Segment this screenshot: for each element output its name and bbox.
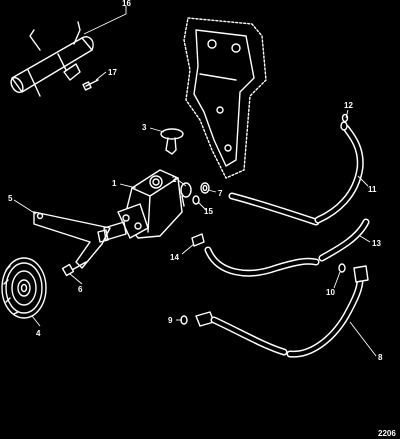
callout-12: 12 [344, 101, 353, 110]
part-12-o-ring [341, 113, 349, 123]
part-1-power-steering-pump [97, 169, 183, 243]
part-14-fitting [191, 233, 205, 247]
callout-1: 1 [112, 179, 117, 188]
callout-2: 2 [172, 175, 177, 184]
callout-17: 17 [108, 68, 117, 77]
leader-lines [13, 6, 377, 357]
callout-4: 4 [36, 329, 41, 338]
callout-5: 5 [8, 194, 13, 203]
part-8-hose-assembly [195, 265, 369, 358]
part-4-pulley [1, 257, 47, 319]
part-11-hose [228, 121, 364, 226]
figure-id: 2206 [378, 429, 396, 438]
callout-3: 3 [142, 123, 147, 132]
callout-9: 9 [168, 316, 173, 325]
callout-10: 10 [326, 288, 335, 297]
callout-6: 6 [78, 285, 83, 294]
callout-7: 7 [218, 189, 223, 198]
callout-14: 14 [170, 253, 179, 262]
part-2-fitting [180, 182, 192, 207]
part-5-pump-bracket [33, 211, 111, 269]
callout-8: 8 [378, 353, 383, 362]
part-3-reservoir-cap [160, 128, 184, 155]
callout-13: 13 [372, 239, 381, 248]
callout-11: 11 [368, 185, 377, 194]
mounting-bracket [183, 17, 267, 179]
part-16-cooler-tube [10, 21, 94, 97]
callout-15: 15 [204, 207, 213, 216]
part-7-o-ring [200, 182, 210, 194]
part-13-hose [204, 218, 370, 277]
part-17-screw [82, 79, 99, 91]
callout-16: 16 [122, 0, 131, 8]
part-6-bolt [61, 261, 87, 277]
part-15-washer [192, 195, 200, 205]
callout-labels: 16 17 3 12 1 2 7 11 5 15 13 14 6 10 9 4 … [8, 0, 383, 362]
part-10-o-ring [338, 263, 346, 273]
